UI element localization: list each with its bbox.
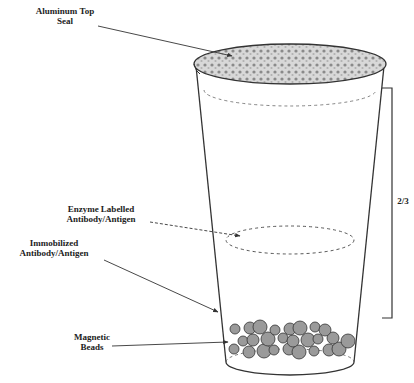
- seal-edge: [194, 64, 200, 74]
- bead: [243, 346, 255, 358]
- bead: [229, 344, 239, 354]
- part-label: Enzyme Labelled Antibody/Antigen: [52, 204, 150, 225]
- enzyme-reagent: [226, 226, 354, 254]
- bead: [310, 322, 320, 332]
- part-label: Magnetic Beads: [70, 332, 114, 353]
- bead: [319, 324, 331, 336]
- cup-bottom: [226, 362, 354, 375]
- bead: [293, 321, 307, 335]
- magnetic-beads: [229, 320, 355, 359]
- bead: [341, 334, 355, 348]
- bead: [238, 336, 248, 346]
- leader-line: [112, 342, 228, 346]
- bead: [230, 324, 240, 334]
- leader-line: [104, 260, 218, 312]
- leader-line: [150, 222, 240, 236]
- bead: [278, 333, 288, 343]
- bead: [309, 346, 319, 356]
- cup-wall: [196, 66, 226, 362]
- bead: [253, 320, 267, 334]
- dimension-label: 2/3: [394, 196, 412, 206]
- bead: [287, 335, 299, 347]
- bracket: [382, 88, 392, 318]
- bead: [270, 325, 280, 335]
- cup-wall: [354, 66, 384, 362]
- bead: [247, 334, 259, 346]
- bead: [269, 345, 279, 355]
- leader-line: [98, 26, 232, 56]
- fill-line: [204, 90, 376, 106]
- bead: [313, 334, 323, 344]
- part-label: Aluminum Top Seal: [30, 6, 100, 27]
- part-label: Immobilized Antibody/Antigen: [4, 238, 104, 259]
- aluminum-seal: [194, 44, 386, 84]
